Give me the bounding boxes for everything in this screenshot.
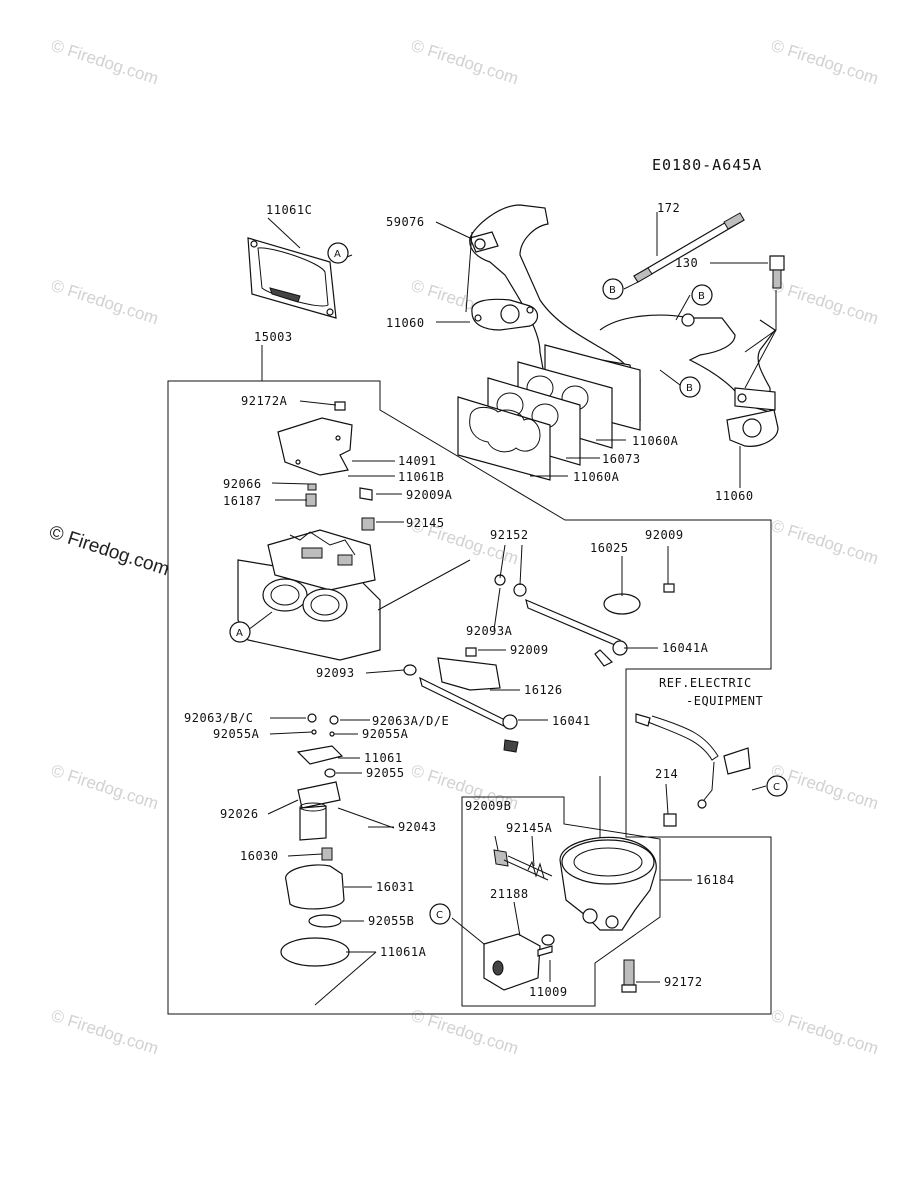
part-label: 92145A bbox=[506, 821, 553, 835]
part-label: 92093A bbox=[466, 624, 513, 638]
part-label: 16073 bbox=[602, 452, 641, 466]
part-label: 130 bbox=[675, 256, 698, 270]
throttle-body-16184 bbox=[559, 836, 657, 993]
part-labels: 11061C 172 59076 130 11060 15003 11060A … bbox=[184, 201, 763, 999]
ref-electric-label: REF.ELECTRIC bbox=[659, 676, 752, 690]
part-label: 92066 bbox=[223, 477, 262, 491]
part-label: 92009 bbox=[510, 643, 549, 657]
carburetor-body bbox=[237, 529, 381, 661]
part-label: 11061B bbox=[398, 470, 444, 484]
watermark: © Firedog.com bbox=[49, 761, 161, 814]
part-label: 11060 bbox=[715, 489, 754, 503]
part-label: 11061A bbox=[380, 945, 427, 959]
part-label: 16031 bbox=[376, 880, 415, 894]
leader-lines bbox=[247, 212, 777, 1006]
svg-text:B: B bbox=[686, 383, 693, 394]
part-label: 92055A bbox=[213, 727, 260, 741]
callout-a-top: A bbox=[327, 242, 349, 264]
part-label: 92152 bbox=[490, 528, 529, 542]
watermark: © Firedog.com bbox=[49, 276, 161, 329]
watermarks: © Firedog.com © Firedog.com © Firedog.co… bbox=[46, 36, 880, 1059]
part-label: 21188 bbox=[490, 887, 529, 901]
svg-text:B: B bbox=[698, 291, 705, 302]
idle-screw bbox=[493, 849, 553, 881]
wire-harness bbox=[635, 713, 751, 827]
watermark: © Firedog.com bbox=[769, 1006, 881, 1059]
part-label: 92026 bbox=[220, 807, 259, 821]
flange-gasket-11060-right bbox=[726, 409, 779, 447]
part-label: 92043 bbox=[398, 820, 437, 834]
part-label: 11060A bbox=[632, 434, 679, 448]
part-label: 172 bbox=[657, 201, 680, 215]
ref-equipment-label: -EQUIPMENT bbox=[686, 694, 763, 708]
bolt-130 bbox=[769, 255, 785, 289]
part-label: 92063A/D/E bbox=[372, 714, 449, 728]
part-label: 15003 bbox=[254, 330, 293, 344]
assembly-boundary bbox=[167, 345, 772, 1015]
part-label: 11060A bbox=[573, 470, 620, 484]
part-label: 11009 bbox=[529, 985, 568, 999]
choke-assembly bbox=[403, 647, 519, 753]
watermark: © Firedog.com bbox=[769, 36, 881, 89]
part-label: 16041 bbox=[552, 714, 591, 728]
throttle-plate-16025 bbox=[603, 583, 675, 615]
part-label: 11060 bbox=[386, 316, 425, 330]
svg-text:A: A bbox=[334, 249, 341, 260]
stud-172 bbox=[633, 212, 745, 283]
part-label: 92009B bbox=[465, 799, 511, 813]
small-screws bbox=[305, 401, 375, 531]
part-label: 92055A bbox=[362, 727, 409, 741]
watermark: © Firedog.com bbox=[409, 36, 521, 89]
diagram-code: E0180-A645A bbox=[652, 156, 762, 174]
part-label: 92009A bbox=[406, 488, 453, 502]
part-label: 92172A bbox=[241, 394, 288, 408]
callout-c-right: C bbox=[766, 775, 788, 797]
part-label: 11061 bbox=[364, 751, 403, 765]
gasket-stack bbox=[457, 344, 641, 481]
callout-a-left: A bbox=[229, 621, 251, 643]
part-label: 11061C bbox=[266, 203, 312, 217]
svg-text:B: B bbox=[609, 285, 616, 296]
part-label: 92093 bbox=[316, 666, 355, 680]
part-label: 92172 bbox=[664, 975, 703, 989]
part-label: 92145 bbox=[406, 516, 445, 530]
throttle-body-boundary bbox=[461, 796, 661, 1007]
flange-gasket-11060-top bbox=[471, 298, 539, 331]
callout-b-1: B bbox=[602, 278, 624, 300]
part-label: 16126 bbox=[524, 683, 563, 697]
callout-b-2: B bbox=[691, 284, 713, 306]
svg-text:C: C bbox=[773, 782, 780, 793]
part-label: 16187 bbox=[223, 494, 262, 508]
svg-text:A: A bbox=[236, 628, 243, 639]
part-label: 14091 bbox=[398, 454, 437, 468]
part-label: 92009 bbox=[645, 528, 684, 542]
part-label: 16041A bbox=[662, 641, 709, 655]
gasket-11061c bbox=[247, 237, 337, 319]
watermark: © Firedog.com bbox=[769, 276, 881, 329]
watermark: © Firedog.com bbox=[769, 516, 881, 569]
part-label: 92055B bbox=[368, 914, 414, 928]
part-label: 214 bbox=[655, 767, 678, 781]
callout-b-3: B bbox=[679, 376, 701, 398]
svg-text:C: C bbox=[436, 910, 443, 921]
callout-c-left: C bbox=[429, 903, 451, 925]
watermark: © Firedog.com bbox=[49, 36, 161, 89]
part-label: 16025 bbox=[590, 541, 629, 555]
watermark-dark: © Firedog.com bbox=[46, 522, 171, 581]
solenoid-21188 bbox=[483, 933, 555, 991]
watermark: © Firedog.com bbox=[49, 1006, 161, 1059]
cover-14091 bbox=[277, 417, 353, 476]
part-label: 16184 bbox=[696, 873, 735, 887]
part-label: 16030 bbox=[240, 849, 279, 863]
part-label: 92063/B/C bbox=[184, 711, 254, 725]
part-label: 59076 bbox=[386, 215, 425, 229]
part-label: 92055 bbox=[366, 766, 405, 780]
